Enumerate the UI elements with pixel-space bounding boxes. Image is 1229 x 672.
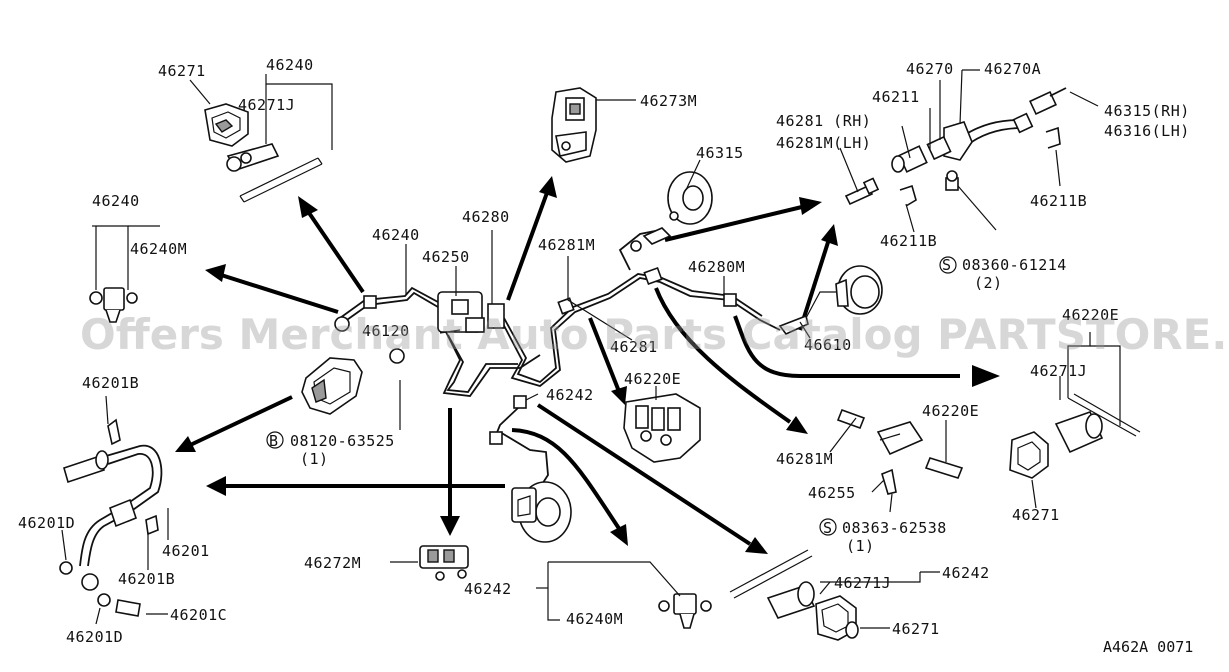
callout-46270: 46270 <box>906 60 954 78</box>
callout-46220e-mid-right: 46220E <box>922 402 979 420</box>
callout-qty-2: (2) <box>974 274 1003 292</box>
callout-46211: 46211 <box>872 88 920 106</box>
callout-08120-63525: 08120-63525 <box>290 432 395 450</box>
callout-46240-center: 46240 <box>372 226 420 244</box>
callout-46281m-lh: 46281M(LH) <box>776 134 871 152</box>
callout-46271-top-left: 46271 <box>158 62 206 80</box>
part-46220e-bleeder-assembly <box>836 408 964 495</box>
part-46271-right-block <box>1009 393 1141 479</box>
central-brake-pipes <box>339 229 781 496</box>
callout-46610: 46610 <box>804 336 852 354</box>
part-46610-wheel-cylinder <box>778 265 883 335</box>
part-46271-hose-bracket <box>204 103 323 203</box>
callout-leaders <box>61 69 1121 629</box>
callout-46281-center: 46281 <box>610 338 658 356</box>
part-46271-bottom-assembly <box>729 549 859 641</box>
figure-code: A462A 0071 <box>1103 638 1194 656</box>
callout-46201d-bottom: 46201D <box>66 628 123 646</box>
callout-46220e-center: 46220E <box>624 370 681 388</box>
callout-46201d-left: 46201D <box>18 514 75 532</box>
callout-s-marker-08360: S <box>942 256 952 274</box>
callout-46271j-top-left: 46271J <box>238 96 295 114</box>
callout-46240-left: 46240 <box>92 192 140 210</box>
callout-46281m-mid: 46281M <box>776 450 833 468</box>
callout-46242-center: 46242 <box>546 386 594 404</box>
callout-46201b-bottom: 46201B <box>118 570 175 588</box>
callout-46201: 46201 <box>162 542 210 560</box>
callout-s-marker-08363: S <box>823 519 833 537</box>
callout-46211b-right: 46211B <box>1030 192 1087 210</box>
callout-b-marker-08120: B <box>269 432 279 450</box>
callout-46242-bottom-left: 46242 <box>464 580 512 598</box>
callout-46240-top-left: 46240 <box>266 56 314 74</box>
callout-46271j-right: 46271J <box>1030 362 1087 380</box>
callout-08363-62538: 08363-62538 <box>842 519 947 537</box>
callout-46271-bottom: 46271 <box>892 620 940 638</box>
callout-46273m: 46273M <box>640 92 697 110</box>
callout-46271j-bottom: 46271J <box>834 574 891 592</box>
callout-46255: 46255 <box>808 484 856 502</box>
part-46273m-bracket <box>551 87 597 163</box>
callout-46315-top: 46315 <box>696 144 744 162</box>
callout-qty-1-a: (1) <box>300 450 329 468</box>
part-46272m-connector <box>419 545 469 581</box>
callout-46211b-center: 46211B <box>880 232 937 250</box>
callout-46120: 46120 <box>362 322 410 340</box>
callout-qty-1-b: (1) <box>846 537 875 555</box>
callout-46272m: 46272M <box>304 554 361 572</box>
callout-46270a: 46270A <box>984 60 1041 78</box>
part-46240m-junction <box>89 287 138 323</box>
rear-drum-center <box>511 481 572 543</box>
front-caliper-left <box>301 316 405 415</box>
callout-46250: 46250 <box>422 248 470 266</box>
callout-46271-right: 46271 <box>1012 506 1060 524</box>
callout-46316-lh: 46316(LH) <box>1104 122 1190 140</box>
callout-46280m: 46280M <box>688 258 745 276</box>
callout-46281-rh: 46281 (RH) <box>776 112 871 130</box>
callout-46220e-right: 46220E <box>1062 306 1119 324</box>
callout-46201b-left: 46201B <box>82 374 139 392</box>
callout-08360-61214: 08360-61214 <box>962 256 1067 274</box>
callout-labels: 46271 46240 46271J 46273M 46240 46240M 4… <box>18 56 1190 646</box>
part-46315-brake-disc <box>630 171 713 252</box>
callout-46201c: 46201C <box>170 606 227 624</box>
assembly-arrows <box>175 176 1000 554</box>
part-46201-brake-hose <box>59 418 163 617</box>
callout-46315-rh: 46315(RH) <box>1104 102 1190 120</box>
callout-46240m-bottom: 46240M <box>566 610 623 628</box>
part-46240m-bottom-junction <box>658 593 712 629</box>
part-46220e-caliper-center <box>623 393 701 463</box>
callout-46280: 46280 <box>462 208 510 226</box>
part-46270-hose-assembly <box>844 87 1067 207</box>
callout-46281m-center: 46281M <box>538 236 595 254</box>
callout-46242-bottom-right: 46242 <box>942 564 990 582</box>
callout-46240m-left: 46240M <box>130 240 187 258</box>
